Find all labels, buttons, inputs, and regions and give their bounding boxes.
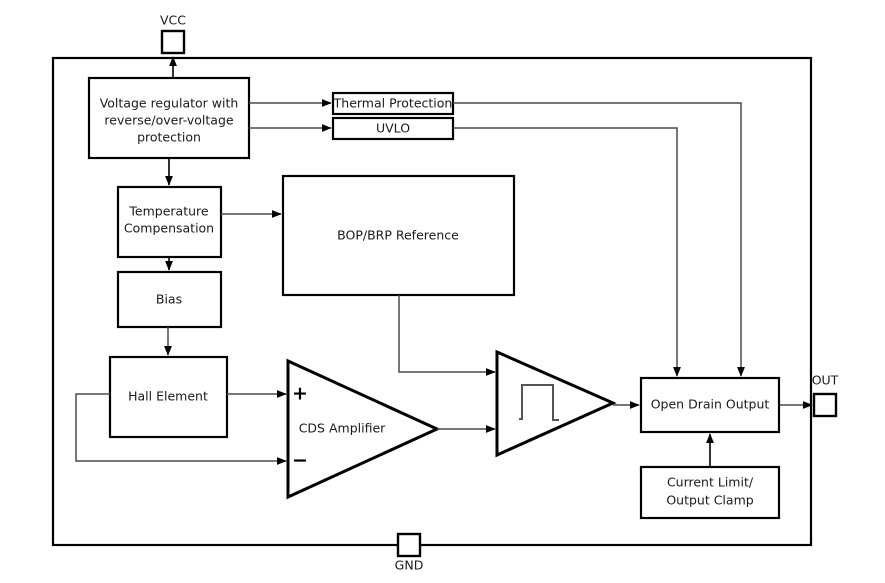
block-open-drain-output[interactable]	[639, 376, 781, 434]
block-temperature-compensation-label-line2: Compensation	[124, 221, 214, 236]
block-voltage-regulator-label-line3: protection	[137, 130, 201, 145]
block-bop-brp-reference-label: BOP/BRP Reference	[337, 228, 459, 243]
block-open-drain-output-label: Open Drain Output	[651, 397, 770, 412]
wire-hall-feedback-to-amp-minus	[75, 393, 287, 465]
pin-out[interactable]	[812, 392, 838, 418]
block-temperature-compensation-label-line1: Temperature	[128, 204, 208, 219]
block-hall-element-label: Hall Element	[128, 389, 208, 404]
wire-reference-to-schmitt	[398, 295, 496, 376]
pin-gnd-label: GND	[395, 558, 424, 573]
block-cds-amplifier[interactable]	[286, 358, 441, 500]
wire-uvlo-to-opendrain	[453, 127, 681, 377]
pin-vcc[interactable]	[160, 29, 186, 55]
block-thermal-protection-label: Thermal Protection	[333, 96, 453, 111]
block-voltage-regulator-label-line2: reverse/over-voltage	[104, 113, 233, 128]
block-voltage-regulator-label-line1: Voltage regulator with	[100, 96, 239, 111]
block-uvlo-label: UVLO	[376, 121, 410, 136]
block-hall-element[interactable]	[108, 355, 229, 439]
pin-gnd[interactable]	[396, 532, 422, 558]
cds-amplifier-minus-input-label: −	[292, 450, 308, 472]
wire-thermal-to-opendrain	[453, 102, 745, 377]
block-current-limit-label-line2: Output Clamp	[666, 493, 753, 508]
pin-vcc-label: VCC	[160, 13, 186, 28]
block-voltage-regulator[interactable]	[87, 76, 251, 160]
block-cds-amplifier-label: CDS Amplifier	[299, 421, 386, 436]
cds-amplifier-plus-input-label: +	[292, 383, 308, 405]
block-schmitt-trigger[interactable]	[495, 349, 617, 458]
pin-out-label: OUT	[812, 373, 839, 388]
block-bias[interactable]	[116, 270, 223, 329]
block-bias-label: Bias	[156, 292, 182, 307]
block-current-limit-label-line1: Current Limit/	[667, 475, 754, 490]
hysteresis-icon	[519, 384, 559, 421]
